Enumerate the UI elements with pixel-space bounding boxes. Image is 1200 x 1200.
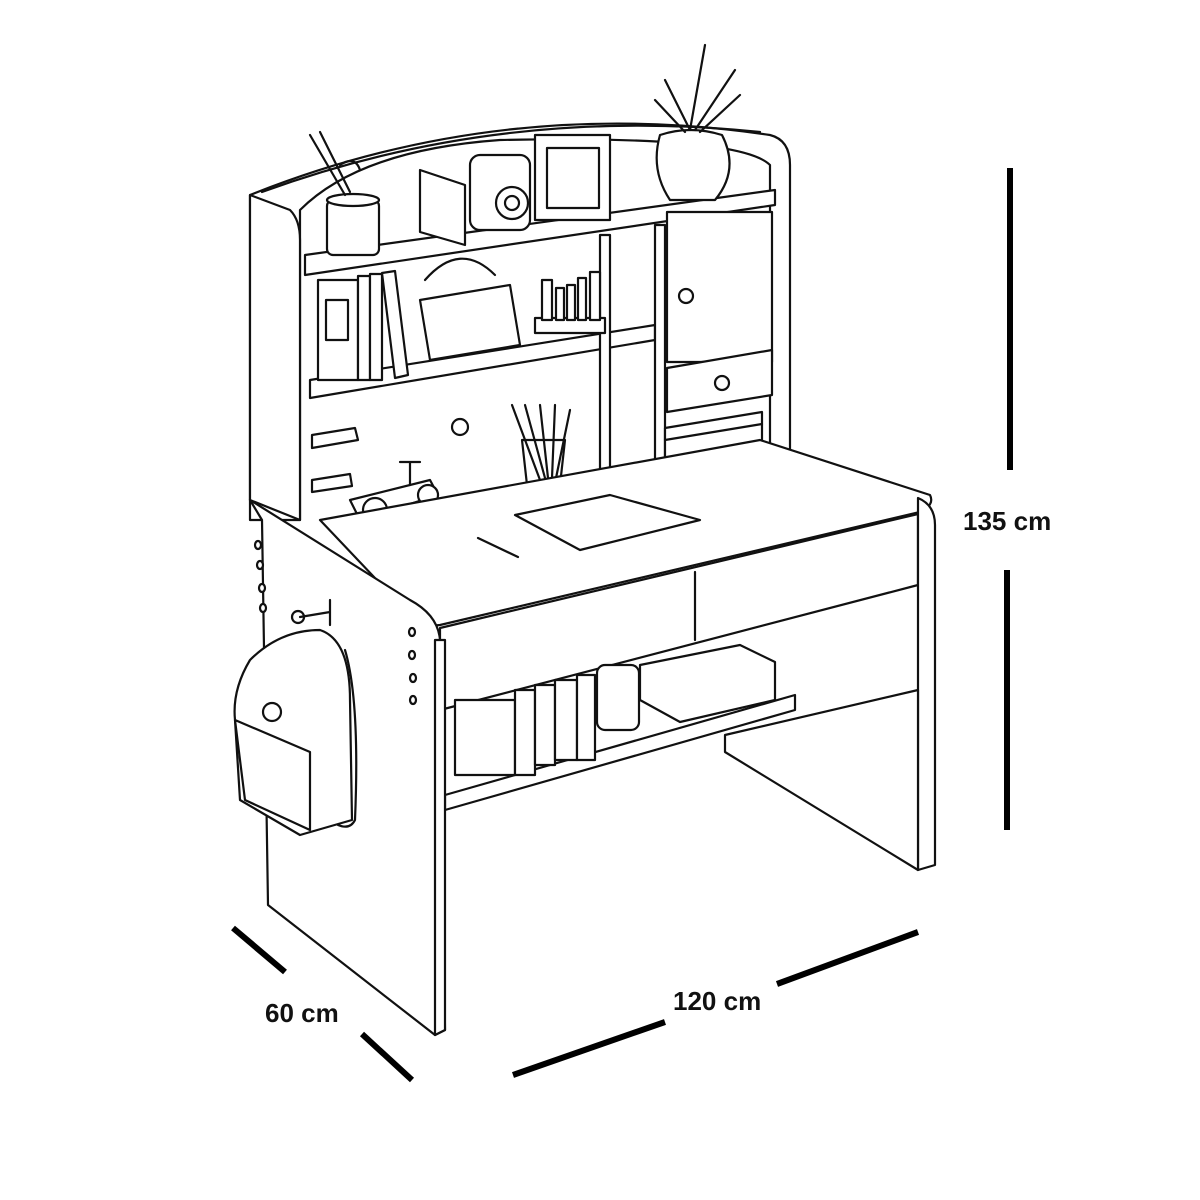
pencil <box>476 536 520 559</box>
height-label: 135 cm <box>963 506 1052 536</box>
file-organizer <box>418 283 522 362</box>
drawer-knob-icon <box>713 374 731 392</box>
door-knob-icon <box>677 287 695 305</box>
hutch <box>248 122 792 522</box>
potted-plant <box>655 128 731 202</box>
depth-label: 60 cm <box>265 998 339 1028</box>
small-plant-cup <box>325 198 381 257</box>
cabinet-door <box>665 210 774 364</box>
dimension-lines <box>231 168 1013 1083</box>
depth-bar-top <box>231 925 287 975</box>
bookend <box>418 168 467 247</box>
width-bar-right <box>775 929 920 987</box>
depth-bar-bottom <box>359 1031 415 1083</box>
desk <box>233 438 937 1037</box>
width-bar-left <box>512 1019 666 1078</box>
side-panel-right <box>916 496 937 872</box>
width-label: 120 cm <box>673 986 762 1016</box>
open-book <box>513 493 702 552</box>
